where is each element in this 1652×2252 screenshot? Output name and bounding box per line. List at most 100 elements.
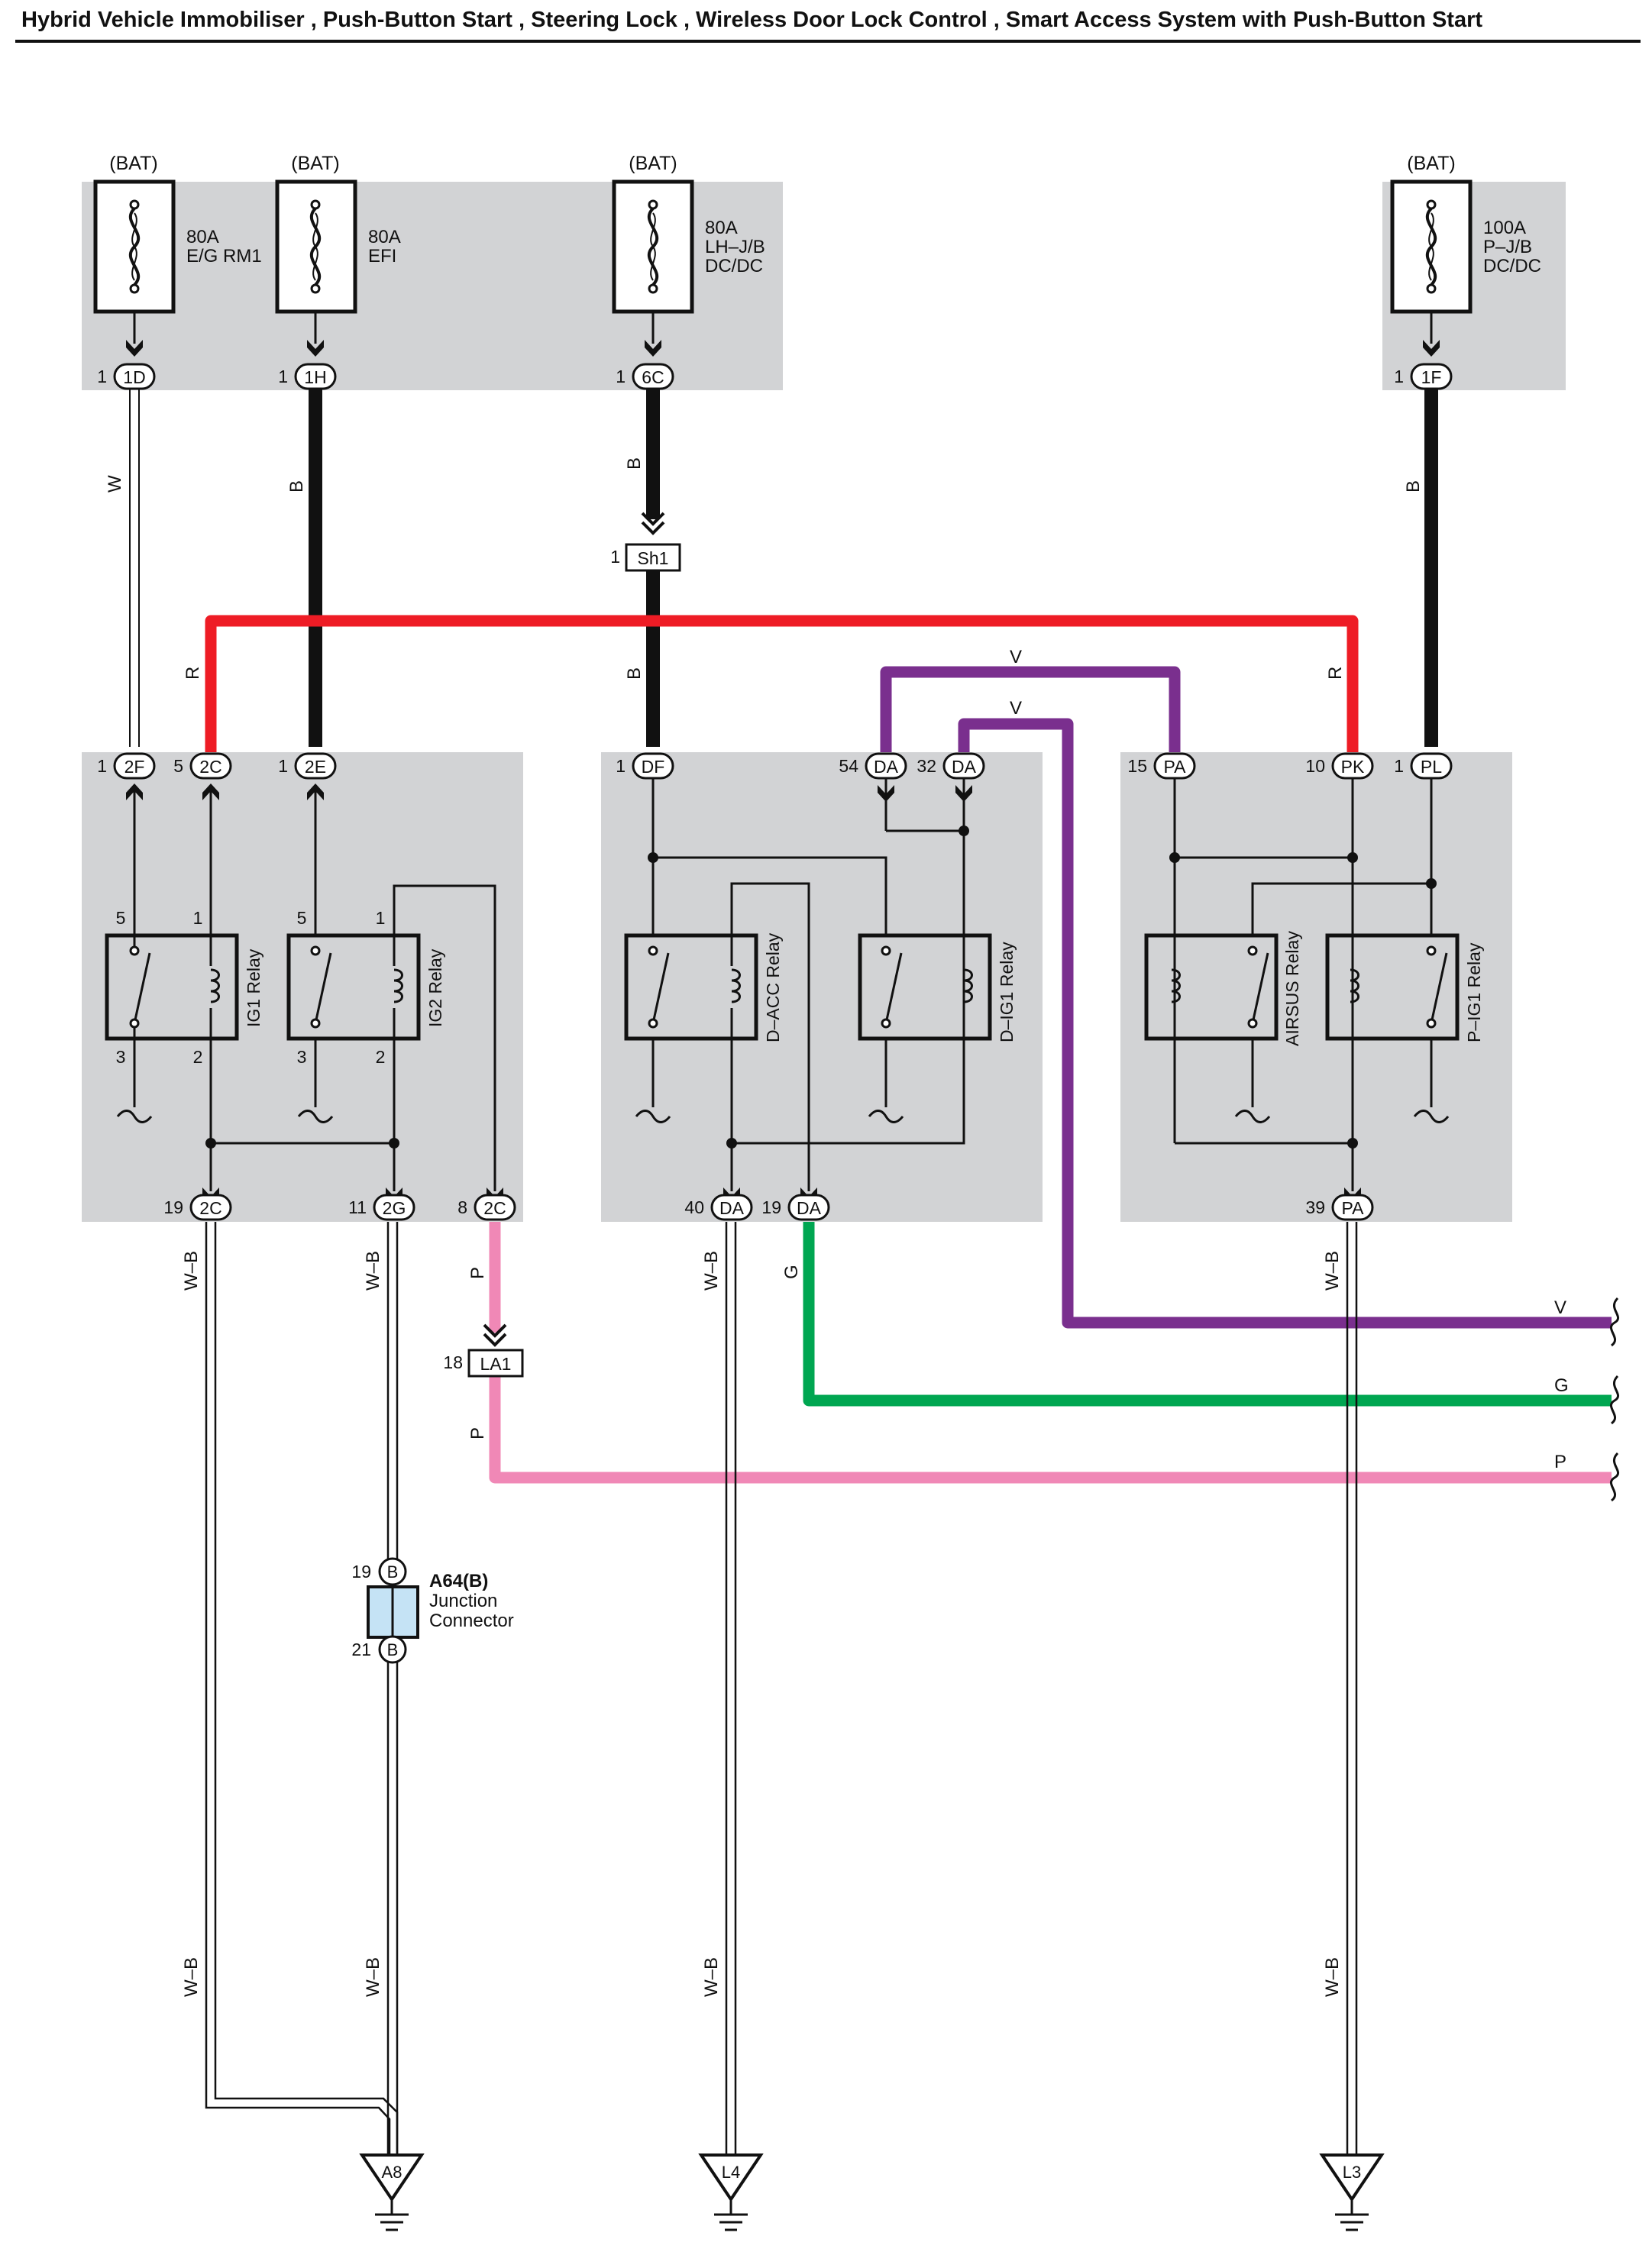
- svg-text:1: 1: [1394, 367, 1404, 386]
- svg-text:Sh1: Sh1: [638, 548, 669, 568]
- svg-text:DA: DA: [874, 757, 899, 777]
- svg-text:1: 1: [616, 756, 626, 776]
- d-acc-relay-label: D–ACC Relay: [763, 932, 783, 1042]
- svg-text:PL: PL: [1421, 757, 1442, 777]
- connector-pl: 1 PL: [1394, 752, 1453, 780]
- svg-text:PA: PA: [1342, 1198, 1365, 1218]
- connector-pk: 10 PK: [1305, 752, 1374, 780]
- wire-label-wb: W–B: [363, 1957, 383, 1997]
- wire-label-b: B: [1403, 480, 1424, 493]
- fuse-lh-jb-dcdc: (BAT) 80A LH–J/B DC/DC: [612, 153, 765, 314]
- relay-panel-2: [601, 752, 1043, 1222]
- svg-text:DA: DA: [797, 1198, 822, 1218]
- wire-wb-l4: [725, 1222, 737, 2155]
- wire-label-v: V: [1010, 647, 1022, 667]
- fuse-rating: 80A: [705, 218, 738, 238]
- connector-2g: 11 2G: [348, 1194, 415, 1221]
- svg-text:DF: DF: [642, 757, 665, 777]
- svg-text:3: 3: [116, 1047, 126, 1067]
- wire-p-lower: [489, 1375, 1612, 1484]
- relay-panel-1-internals: [105, 785, 496, 1191]
- title-rule: [15, 40, 1641, 43]
- wire-wb-a8-left: [205, 1222, 399, 2155]
- svg-text:1: 1: [278, 367, 288, 386]
- svg-text:Connector: Connector: [429, 1611, 514, 1631]
- connector-2c-8: 8 2C: [457, 1194, 516, 1221]
- airsus-relay-label: AIRSUS Relay: [1282, 931, 1302, 1046]
- wire-label-wb: W–B: [1322, 1251, 1343, 1291]
- ig1-relay: 5 1 3 2 IG1 Relay: [116, 908, 263, 1067]
- svg-text:1: 1: [610, 547, 620, 567]
- svg-text:54: 54: [839, 756, 858, 776]
- svg-text:IG2 Relay: IG2 Relay: [425, 948, 445, 1027]
- fuse-name-line2: DC/DC: [705, 256, 763, 276]
- wire-label-b: B: [624, 667, 645, 680]
- connector-da-54: 54 DA: [839, 752, 907, 780]
- svg-text:5: 5: [297, 908, 307, 928]
- wire-label-v: V: [1010, 698, 1022, 719]
- svg-text:21: 21: [351, 1640, 371, 1659]
- svg-text:DA: DA: [719, 1198, 745, 1218]
- wire-label-v: V: [1554, 1297, 1566, 1318]
- fuse-source-label: (BAT): [109, 153, 157, 174]
- connector-df: 1 DF: [616, 752, 674, 780]
- svg-text:5: 5: [116, 908, 126, 928]
- wire-label-p: P: [467, 1267, 488, 1279]
- relay-bottom-connectors: 19 2C 11 2G 8 2C 40 DA 19 DA 39 PA: [163, 1194, 1374, 1221]
- ground-l3: L3: [1319, 2153, 1385, 2231]
- diagram-title: Hybrid Vehicle Immobiliser , Push-Button…: [21, 8, 1483, 32]
- svg-text:2C: 2C: [483, 1198, 506, 1218]
- connector-2c-19: 19 2C: [163, 1194, 232, 1221]
- wire-label-g: G: [1554, 1375, 1569, 1396]
- svg-text:10: 10: [1305, 756, 1325, 776]
- svg-text:19: 19: [761, 1197, 781, 1217]
- wire-label-p: P: [467, 1427, 488, 1439]
- svg-text:32: 32: [917, 756, 936, 776]
- svg-text:11: 11: [348, 1197, 367, 1217]
- svg-text:40: 40: [684, 1197, 704, 1217]
- svg-text:L4: L4: [722, 2163, 740, 2182]
- fuse-rating: 100A: [1483, 218, 1526, 238]
- fuse-e-g-rm1: (BAT) 80A E/G RM1: [93, 153, 262, 314]
- wire-break-marks: [1609, 1297, 1620, 1502]
- relay-top-connectors: 1 2F 5 2C 1 2E 1 DF 54 DA 32 DA: [97, 752, 1453, 780]
- wire-label-b: B: [624, 457, 645, 470]
- connector-2c-top: 5 2C: [173, 752, 232, 780]
- fuse-name-line2: DC/DC: [1483, 256, 1541, 276]
- fuse-rating: 80A: [368, 227, 401, 247]
- wire-label-g: G: [781, 1265, 802, 1279]
- fuse-p-jb-dcdc: (BAT) 100A P–J/B DC/DC: [1390, 153, 1541, 314]
- wire-label-wb: W–B: [701, 1957, 722, 1997]
- svg-text:PA: PA: [1164, 757, 1187, 777]
- inline-connector-la1: 18 LA1: [443, 1323, 524, 1378]
- svg-text:IG1 Relay: IG1 Relay: [244, 948, 263, 1027]
- svg-text:5: 5: [173, 756, 183, 776]
- connector-1f: 1 1F: [1394, 363, 1453, 390]
- ig2-relay: 5 1 3 2 IG2 Relay: [297, 908, 445, 1067]
- svg-text:2F: 2F: [124, 757, 145, 777]
- wire-label-wb: W–B: [363, 1251, 383, 1291]
- wire-label-p: P: [1554, 1452, 1566, 1472]
- svg-text:2: 2: [376, 1047, 386, 1067]
- fuse-rating: 80A: [186, 227, 219, 247]
- fuse-efi: (BAT) 80A EFI: [275, 153, 401, 314]
- wire-v-upper: [880, 666, 1181, 752]
- svg-text:39: 39: [1305, 1197, 1325, 1217]
- p-ig1-relay-label: P–IG1 Relay: [1464, 942, 1484, 1042]
- wire-label-b: B: [286, 480, 307, 493]
- svg-text:1: 1: [616, 367, 626, 386]
- svg-text:2E: 2E: [305, 757, 326, 777]
- fuse-source-label: (BAT): [1407, 153, 1455, 174]
- svg-text:1: 1: [97, 367, 107, 386]
- connector-1h: 1 1H: [278, 363, 337, 390]
- svg-text:1: 1: [193, 908, 203, 928]
- svg-text:6C: 6C: [642, 367, 664, 387]
- wire-r: [205, 615, 1359, 752]
- wire-w: [129, 386, 140, 747]
- relay-panel-1: [82, 752, 523, 1222]
- svg-text:B: B: [387, 1562, 399, 1582]
- svg-text:2G: 2G: [383, 1198, 406, 1218]
- wire-label-w: W: [105, 475, 125, 493]
- connector-6c: 1 6C: [616, 363, 674, 390]
